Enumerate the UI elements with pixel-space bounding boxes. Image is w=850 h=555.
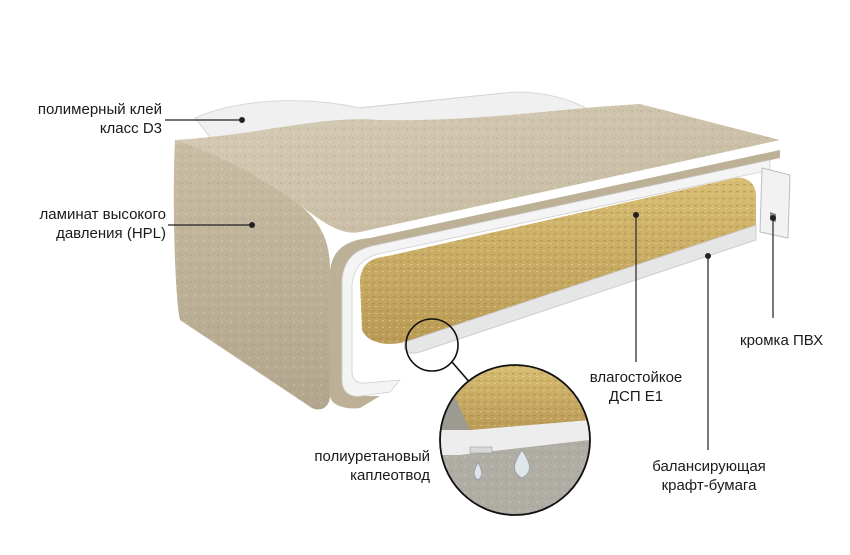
pvc-edge-strip [759, 167, 791, 239]
drip-detail-magnifier [440, 365, 590, 515]
label-pvc-edge: кромка ПВХ [740, 332, 824, 349]
label-hpl: ламинат высокого давления (HPL) [39, 206, 166, 242]
kraft-paper-layer [403, 224, 757, 354]
adhesive-film-layer [341, 159, 771, 397]
detail-marker-circle [405, 318, 459, 372]
water-drop-icon [514, 449, 530, 479]
label-adhesive: полимерный клей класс D3 [37, 101, 162, 137]
water-drop-icon [473, 460, 483, 481]
label-chipboard: влагостойкое ДСП Е1 [589, 369, 683, 405]
leader-lines [165, 116, 776, 450]
label-drip: полиуретановый каплеотвод [314, 448, 430, 484]
hpl-bent-lip [330, 150, 780, 409]
label-kraft-paper: балансирующая крафт-бумага [652, 458, 766, 494]
